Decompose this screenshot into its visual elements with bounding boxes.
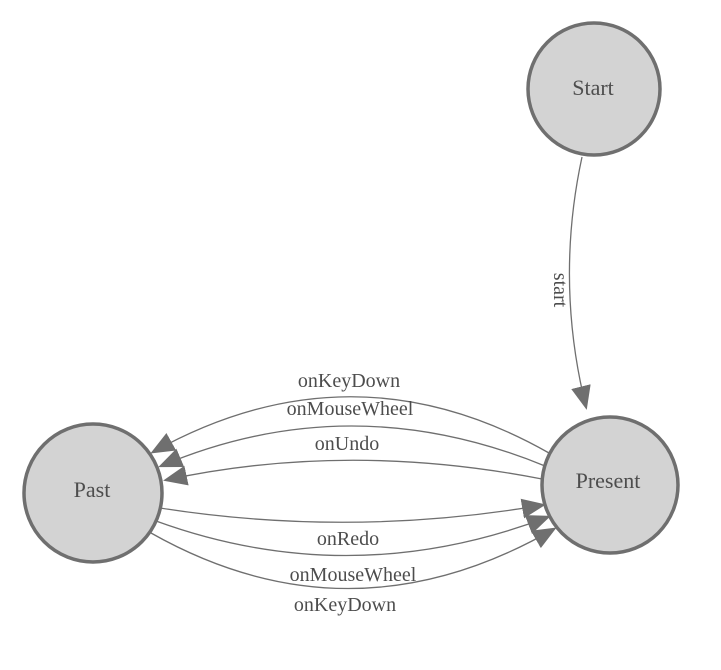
transition-label-start: start bbox=[549, 273, 571, 308]
state-label-start: Start bbox=[572, 75, 614, 100]
transition-label-onkeydown-upper: onKeyDown bbox=[298, 370, 400, 392]
transition-onmousewheel-to-past[interactable] bbox=[158, 425, 546, 468]
transition-label-onredo: onRedo bbox=[317, 528, 379, 550]
state-circle-past[interactable] bbox=[22, 422, 164, 564]
transition-onmousewheel-to-present[interactable] bbox=[155, 515, 551, 557]
state-node-past[interactable]: Past bbox=[22, 422, 164, 564]
state-node-start[interactable]: Start bbox=[526, 21, 662, 157]
state-node-present[interactable]: Present bbox=[540, 415, 680, 555]
transition-label-onundo: onUndo bbox=[315, 433, 379, 455]
transition-label-onmousewheel-upper: onMouseWheel bbox=[287, 398, 414, 420]
transition-onredo-to-present[interactable] bbox=[159, 498, 546, 523]
state-circle-present[interactable] bbox=[540, 415, 680, 555]
transition-label-onmousewheel-lower: onMouseWheel bbox=[290, 564, 417, 586]
state-circle-start[interactable] bbox=[526, 21, 662, 157]
state-label-present: Present bbox=[576, 468, 641, 493]
transition-start-to-present[interactable] bbox=[568, 156, 591, 410]
transition-label-onkeydown-lower: onKeyDown bbox=[294, 594, 396, 616]
state-label-past: Past bbox=[74, 477, 111, 502]
transition-onkeydown-to-present[interactable] bbox=[150, 527, 557, 590]
transition-onkeydown-to-past[interactable] bbox=[150, 396, 550, 454]
transition-onundo-to-past[interactable] bbox=[163, 459, 543, 486]
